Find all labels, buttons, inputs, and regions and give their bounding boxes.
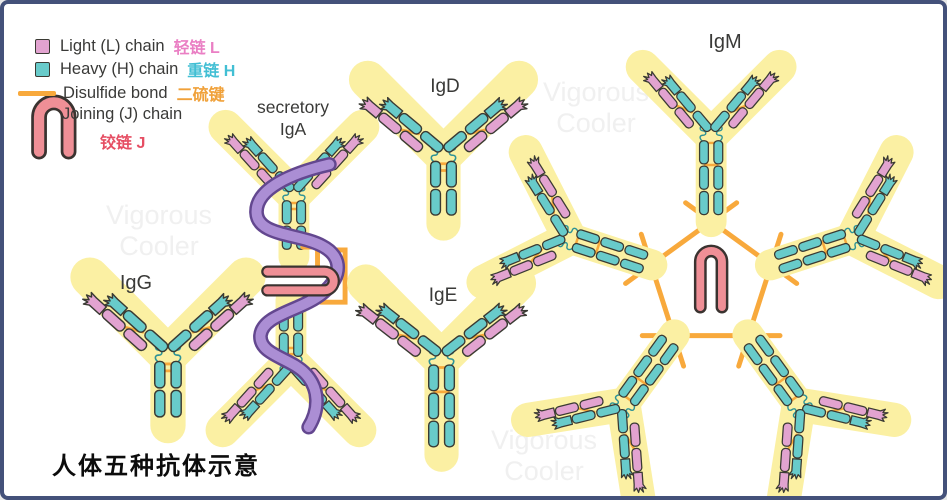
igm-label: IgM xyxy=(708,31,742,53)
legend-label-zh: 铰链 J xyxy=(100,135,146,152)
igm-antibody xyxy=(479,63,943,496)
igg-label: IgG xyxy=(119,272,153,294)
legend-label: Light (L) chain xyxy=(60,36,165,55)
legend-item-j-chain-zh: 铰链 J xyxy=(100,129,145,153)
iga-label-line1: secretory xyxy=(257,97,329,117)
legend-item-light-chain: Light (L) chain 轻链 L xyxy=(35,34,220,58)
antibody-diagram xyxy=(31,4,943,496)
ige-label: IgE xyxy=(428,285,458,306)
watermark-line2: Cooler xyxy=(119,231,199,261)
legend-item-disulfide-bond: Disulfide bond 二硫键 xyxy=(18,81,225,105)
ige-antibody xyxy=(354,283,530,454)
watermark-line1: Vigorous xyxy=(105,200,213,230)
disulfide-bond-swatch xyxy=(18,90,56,96)
legend-item-heavy-chain: Heavy (H) chain 重链 H xyxy=(35,57,235,81)
light-chain-swatch xyxy=(35,38,50,54)
legend-item-j-chain: Joining (J) chain xyxy=(62,105,182,124)
watermark-line1: Vigorous xyxy=(542,77,650,107)
legend-label: Disulfide bond xyxy=(63,83,168,102)
iga-j-chain xyxy=(261,265,340,297)
igd-label: IgD xyxy=(430,76,460,97)
watermark-line2: Cooler xyxy=(556,108,636,138)
watermark: Vigorous Cooler xyxy=(511,77,681,139)
legend-j-chain-icon xyxy=(31,94,77,160)
igm-j-chain xyxy=(693,244,729,314)
heavy-chain-swatch xyxy=(35,61,50,77)
legend-label-zh: 二硫键 xyxy=(176,87,225,104)
iga-antibody xyxy=(220,125,366,433)
page-title: 人体五种抗体示意 xyxy=(52,453,260,480)
igd-antibody xyxy=(357,80,529,224)
legend-label-zh: 重链 H xyxy=(187,63,236,80)
watermark-line2: Cooler xyxy=(504,456,584,486)
iga-label: secretory IgA xyxy=(243,96,343,140)
legend-label-zh: 轻链 L xyxy=(173,40,220,57)
legend-label: Joining (J) chain xyxy=(62,105,183,123)
watermark: Vigorous Cooler xyxy=(74,200,244,262)
iga-label-line2: IgA xyxy=(279,119,307,139)
legend-label: Heavy (H) chain xyxy=(60,59,179,78)
